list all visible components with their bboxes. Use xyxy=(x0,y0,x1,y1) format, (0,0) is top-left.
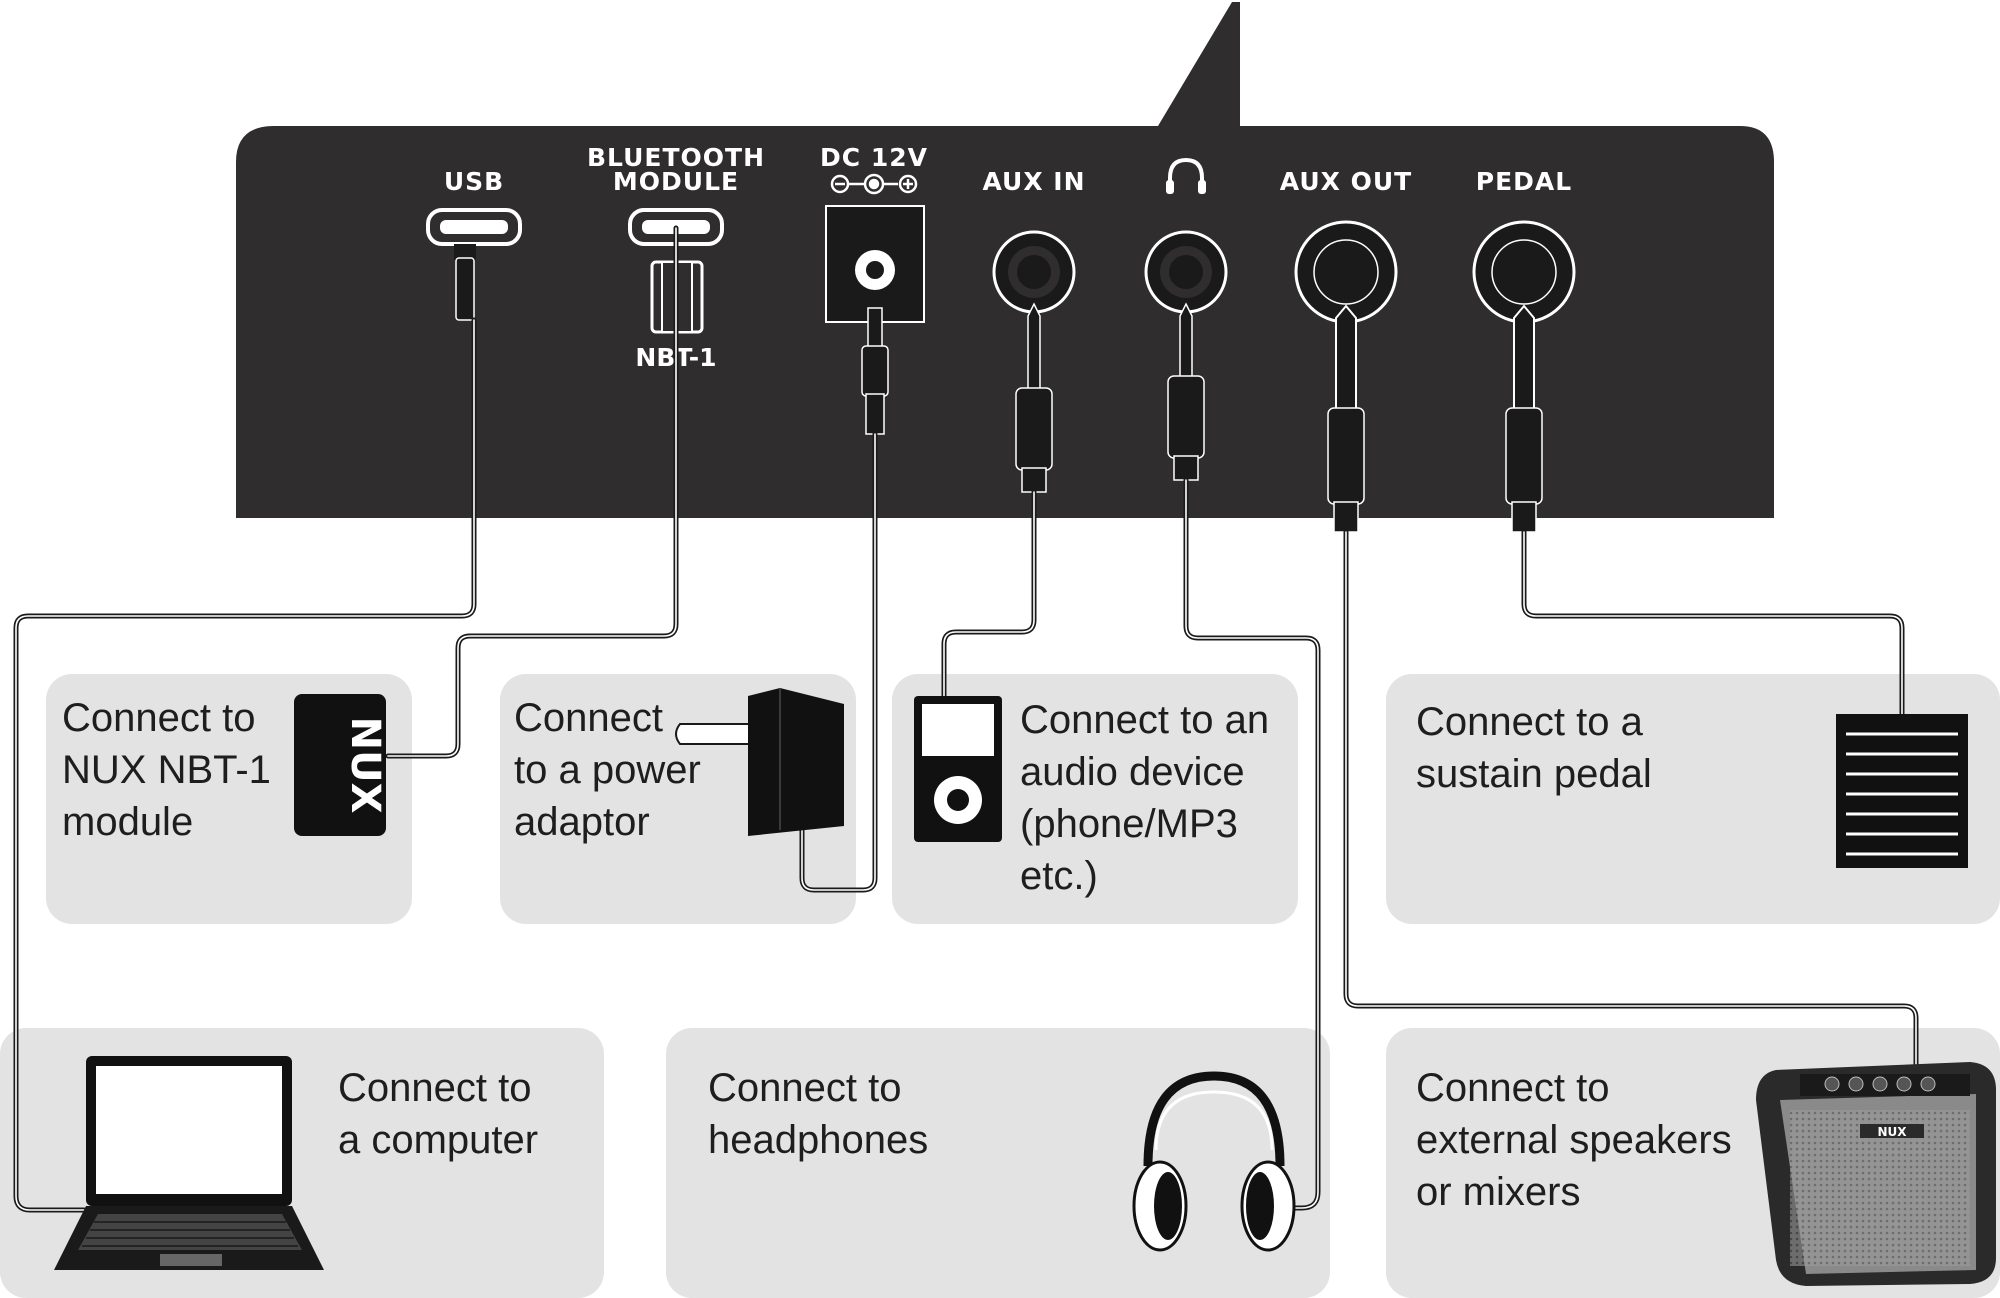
text-line: Connect to xyxy=(708,1066,901,1110)
device-panel: USB BLUETOOTH MODULE DC 12V AUX IN AUX O… xyxy=(236,2,1774,533)
cable-aux-in xyxy=(941,489,1037,699)
headphones-port-icon xyxy=(1166,157,1206,194)
laptop-icon xyxy=(54,1056,324,1270)
text-line: Connect to xyxy=(62,696,255,740)
text-line: to a power xyxy=(514,748,701,792)
cables xyxy=(13,225,1919,1213)
text-line: etc.) xyxy=(1020,854,1098,898)
port-label-usb: USB xyxy=(444,167,504,196)
connection-text-pedal: Connect to a sustain pedal xyxy=(1416,700,1654,796)
text-line: or mixers xyxy=(1416,1170,1580,1214)
nux-logo-text: NUX xyxy=(342,717,388,814)
dc-port xyxy=(825,205,925,435)
connection-text-computer: Connect to a computer xyxy=(338,1066,543,1162)
usb-port xyxy=(426,208,522,321)
pedal-port xyxy=(1472,220,1576,533)
port-label-pedal: PEDAL xyxy=(1476,167,1572,196)
speaker-amp-icon: NUX xyxy=(1756,1062,1996,1286)
connection-text-headphones: Connect to headphones xyxy=(708,1066,928,1162)
text-line: Connect to an xyxy=(1020,698,1269,742)
headphones-icon xyxy=(1132,1071,1296,1252)
text-line: NUX NBT-1 xyxy=(62,748,271,792)
port-label-aux-in: AUX IN xyxy=(982,167,1085,196)
text-line: external speakers xyxy=(1416,1118,1732,1162)
port-label-dc: DC 12V xyxy=(820,143,928,172)
text-line: headphones xyxy=(708,1118,928,1162)
cable-usb xyxy=(13,317,477,1213)
sustain-pedal-icon xyxy=(1836,714,1968,868)
mp3-player-icon xyxy=(914,696,1002,842)
dc-polarity-icon xyxy=(830,173,918,195)
port-label-bluetooth: BLUETOOTH xyxy=(587,143,765,172)
text-line: module xyxy=(62,800,193,844)
text-line: Connect xyxy=(514,696,663,740)
connection-text-power: Connect to a power adaptor xyxy=(514,696,712,844)
aux-in-port xyxy=(992,230,1076,493)
cable-headphones xyxy=(1183,477,1321,1211)
text-line: adaptor xyxy=(514,800,650,844)
cable-power xyxy=(799,431,878,893)
cable-bluetooth xyxy=(385,225,679,759)
nux-module-icon: NUX xyxy=(294,694,388,836)
connection-text-bluetooth: Connect to NUX NBT-1 module xyxy=(62,696,282,844)
connection-text-audio: Connect to an audio device (phone/MP3 et… xyxy=(1020,698,1280,898)
port-label-bluetooth-2: MODULE xyxy=(613,167,739,196)
power-adaptor-icon xyxy=(675,688,844,836)
cable-aux-out xyxy=(1343,529,1919,1073)
text-line: Connect to xyxy=(338,1066,531,1110)
text-line: (phone/MP3 xyxy=(1020,802,1238,846)
text-line: audio device xyxy=(1020,750,1245,794)
headphones-port xyxy=(1144,230,1228,481)
text-line: a computer xyxy=(338,1118,538,1162)
card-texts: Connect to NUX NBT-1 module Connect to a… xyxy=(62,696,1743,1214)
connection-text-speakers: Connect to external speakers or mixers xyxy=(1416,1066,1743,1214)
text-line: sustain pedal xyxy=(1416,752,1652,796)
cable-pedal xyxy=(1521,529,1905,717)
text-line: Connect to a xyxy=(1416,700,1644,744)
port-label-aux-out: AUX OUT xyxy=(1280,167,1412,196)
amp-logo-text: NUX xyxy=(1877,1125,1907,1139)
text-line: Connect to xyxy=(1416,1066,1609,1110)
aux-out-port xyxy=(1294,220,1398,533)
